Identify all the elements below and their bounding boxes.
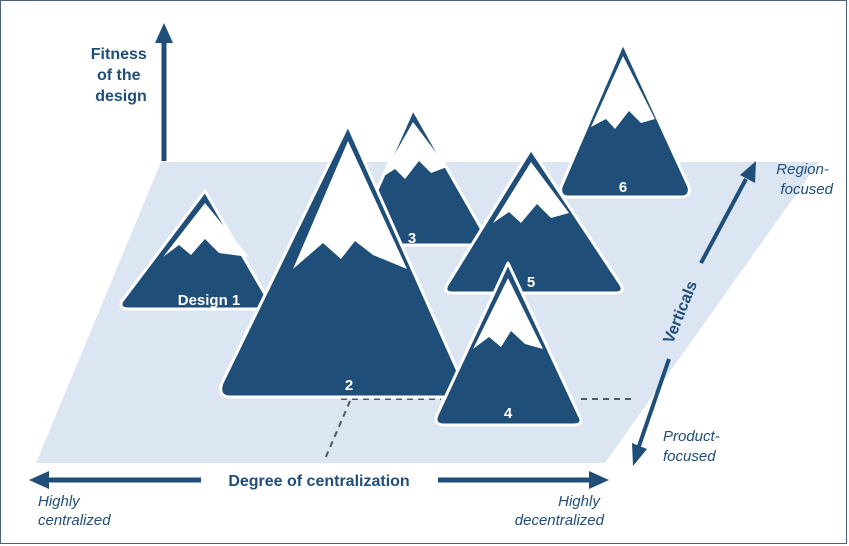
- peak-4: [434, 261, 583, 427]
- svg-text:Highly decentralized: Highly decentralized: [515, 493, 605, 529]
- svg-text:Region- focused: Region- focused: [776, 161, 833, 198]
- fitness-label-line3: design: [95, 88, 147, 105]
- fitness-label-line1: Fitness: [91, 46, 147, 63]
- region-focused-line2: focused: [780, 181, 833, 198]
- centralization-arrowhead-right: [589, 471, 609, 489]
- highly-decentralized-line2: decentralized: [515, 512, 605, 529]
- fitness-label-line2: of the: [97, 67, 141, 84]
- highly-decentralized-line1: Highly: [558, 493, 601, 510]
- peak-label-5: 5: [527, 274, 535, 291]
- centralization-label: Degree of centralization: [228, 473, 409, 490]
- peak-6: [559, 41, 691, 199]
- peak-label-design-1: Design 1: [178, 292, 241, 309]
- peak-label-6: 6: [619, 179, 627, 196]
- fitness-axis-arrowhead: [155, 23, 173, 43]
- svg-text:Highly centralized: Highly centralized: [38, 493, 111, 529]
- svg-text:Fitness of the design: Fitness of the design: [91, 46, 151, 105]
- peak-label-3: 3: [408, 230, 416, 247]
- product-focused-line1: Product-: [663, 428, 720, 445]
- verticals-axis-line-upper: [699, 178, 748, 264]
- verticals-arrowhead-bottom: [632, 443, 647, 466]
- svg-text:Product- focused: Product- focused: [663, 428, 724, 465]
- peak-label-2: 2: [345, 377, 353, 394]
- peak-label-4: 4: [504, 405, 513, 422]
- product-focused-line2: focused: [663, 448, 716, 465]
- highly-centralized-line2: centralized: [38, 512, 111, 529]
- verticals-arrowhead-top: [740, 161, 756, 183]
- region-focused-line1: Region-: [776, 161, 829, 178]
- centralization-arrowhead-left: [29, 471, 49, 489]
- highly-centralized-line1: Highly: [38, 493, 81, 510]
- verticals-axis-line-lower: [637, 358, 671, 447]
- peak-5: [444, 147, 624, 295]
